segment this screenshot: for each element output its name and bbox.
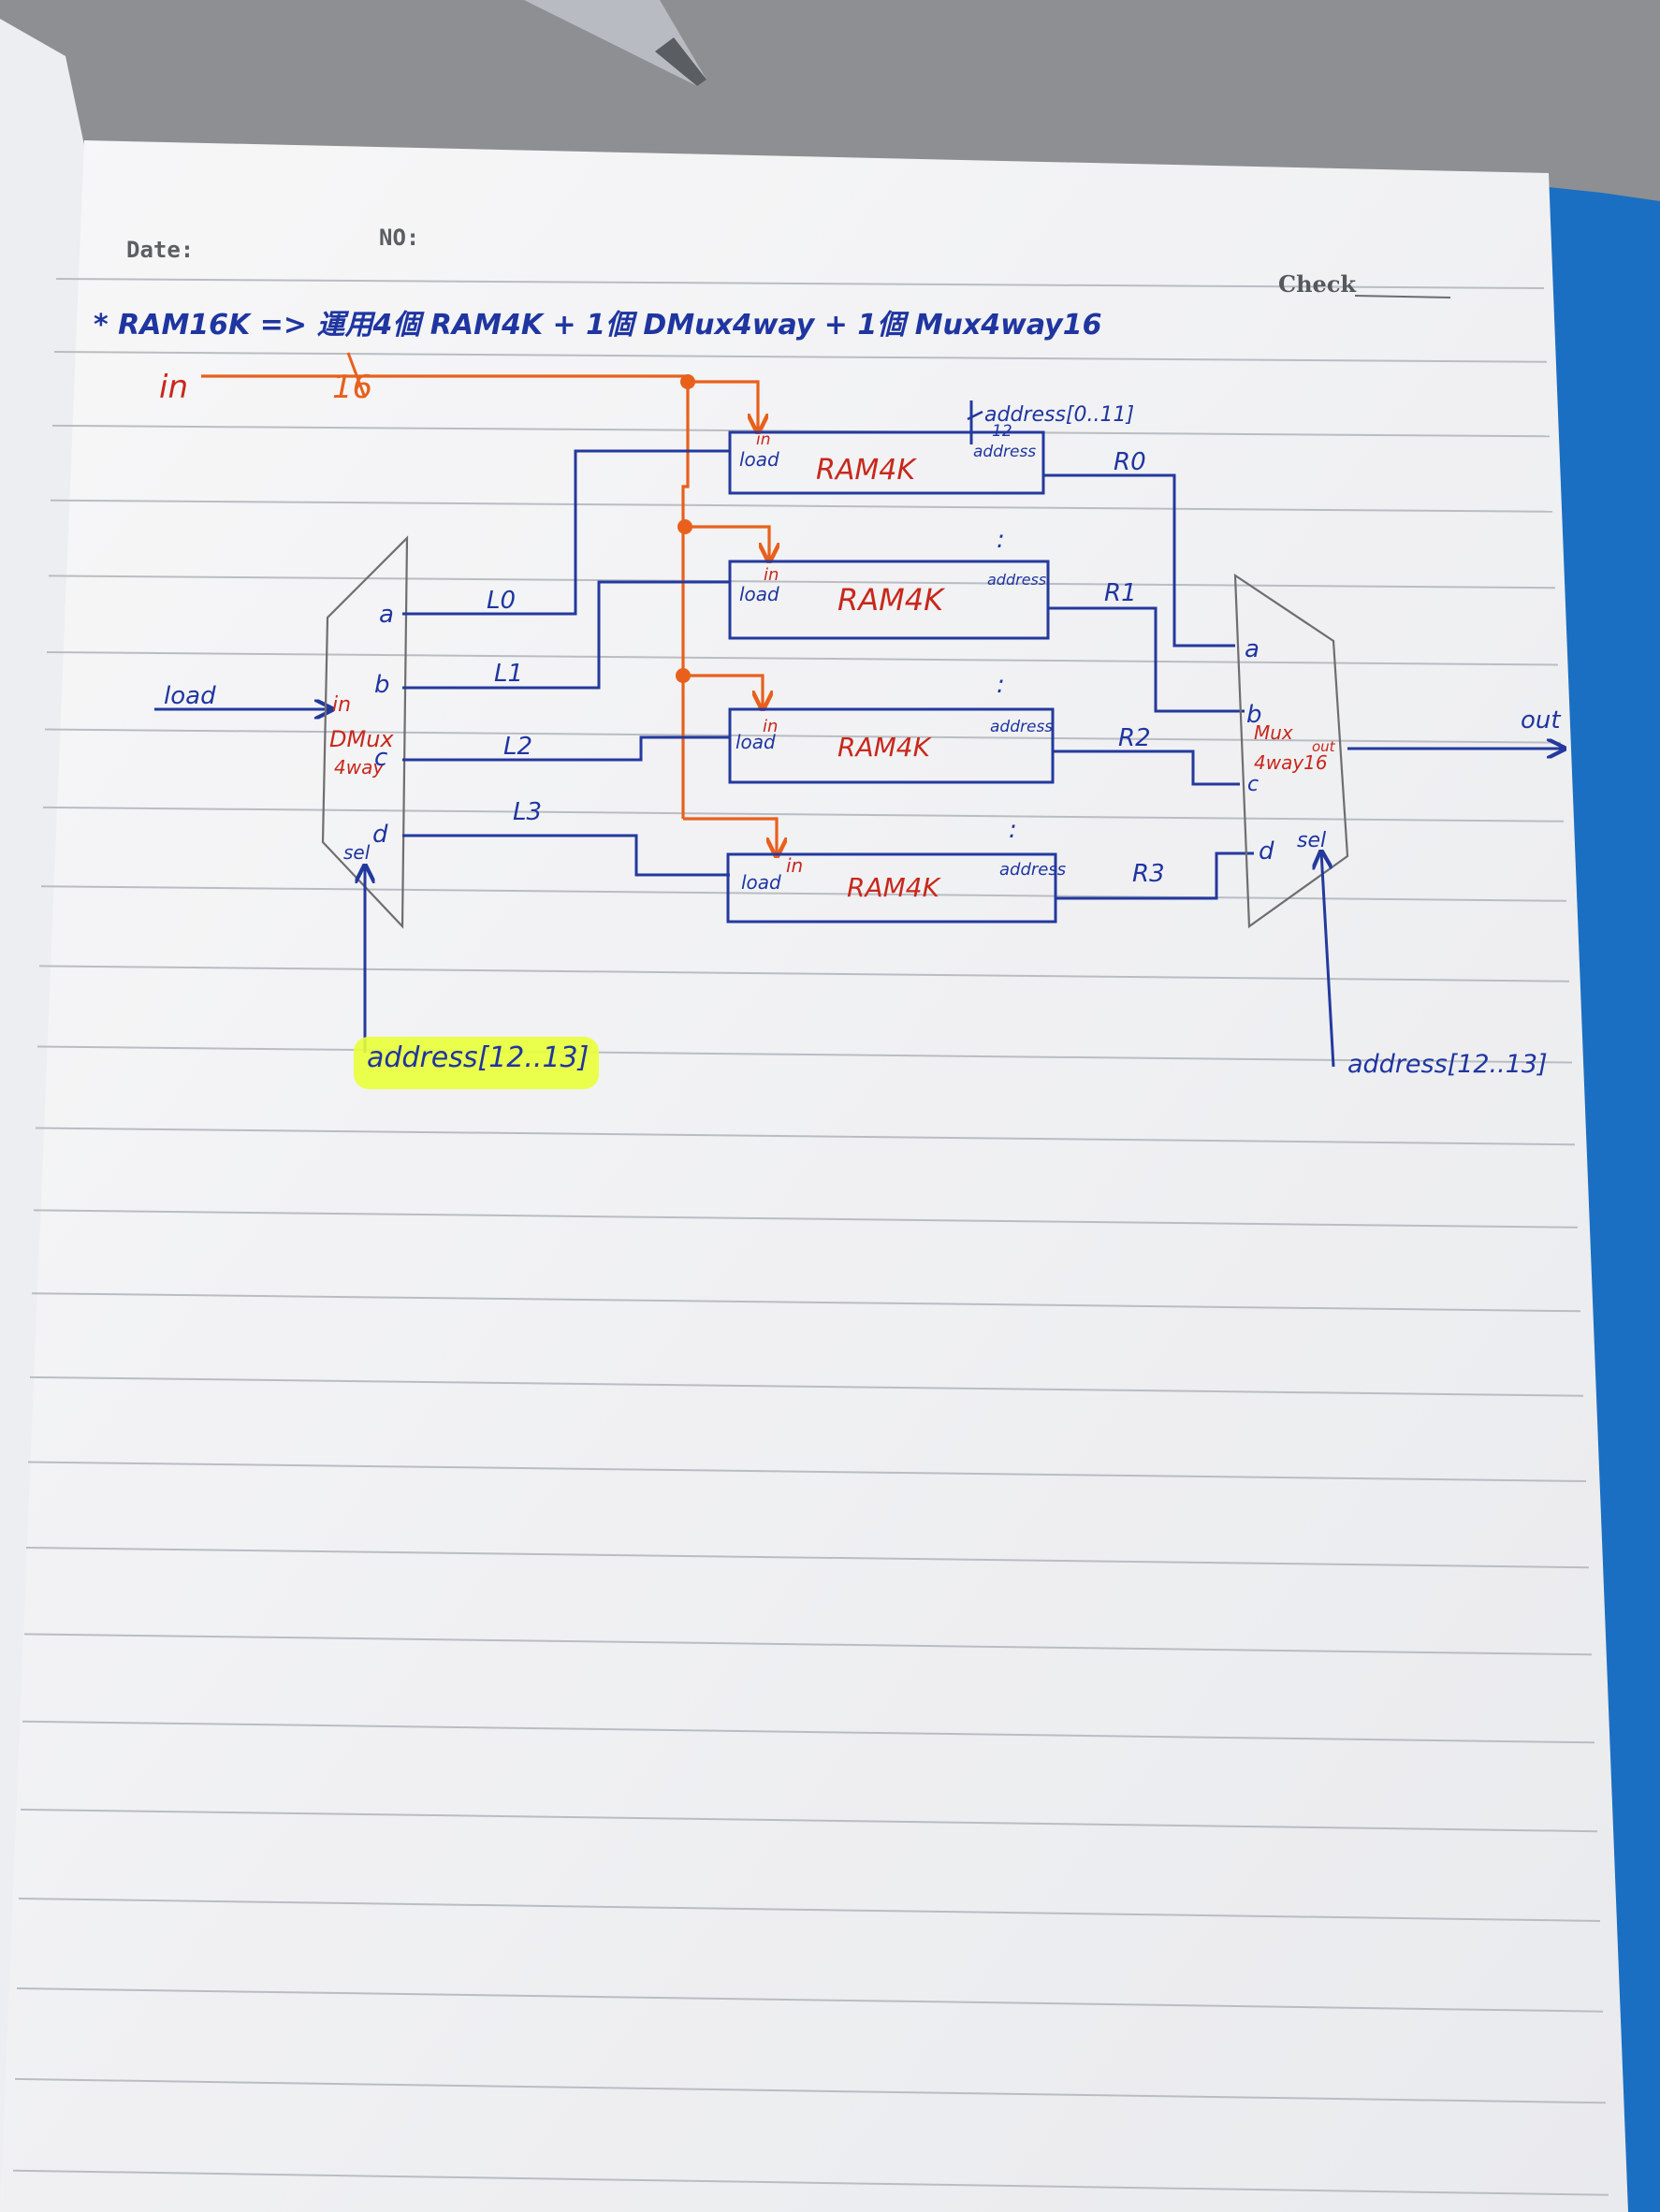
mux-name-line1: Mux [1254, 721, 1293, 744]
dmux-sel-highlight [354, 1037, 599, 1089]
ram2-name: RAM4K [837, 732, 933, 763]
ruled-line [22, 1720, 1595, 1744]
ram1-name: RAM4K [837, 582, 946, 618]
notebook-page [0, 140, 1628, 2212]
ram-address-ellipsis-3: : [1009, 816, 1017, 844]
load-line-L0: L0 [487, 587, 516, 615]
mux-sel-port: sel [1297, 829, 1326, 852]
ram1-load-port: load [739, 583, 779, 605]
ram4k-block-3: load in RAM4K address [726, 852, 1066, 924]
dmux-sel-note: address[12..13] [367, 1041, 589, 1074]
ruled-line [53, 351, 1548, 363]
ruled-line [35, 1127, 1576, 1146]
ruled-line [42, 806, 1565, 822]
ram0-address-port: address [973, 443, 1036, 461]
in-width-label: 16 [332, 369, 372, 406]
ram2-load-port: load [735, 731, 776, 753]
dmux-sel-port: sel [343, 841, 371, 864]
dmux-gate [321, 535, 409, 929]
output-R1: R1 [1104, 579, 1137, 607]
output-R3: R3 [1132, 860, 1165, 888]
load-line-L2: L2 [503, 733, 532, 761]
ruled-line [29, 1375, 1584, 1397]
pen-tip [524, 0, 706, 86]
ruled-line [36, 1045, 1573, 1064]
ruled-line [44, 728, 1562, 744]
dmux-port-c: c [374, 744, 387, 772]
title-text: * RAM16K => 運用4個 RAM4K + 1個 DMux4way + 1… [94, 309, 1101, 342]
check-label: Check [1278, 270, 1357, 298]
ruled-line [12, 2169, 1609, 2196]
ram3-load-port: load [741, 871, 781, 894]
ruled-lines [12, 278, 1609, 2196]
ram0-in-port: in [756, 430, 771, 449]
in-label: in [159, 369, 188, 406]
mux-out-label: out [1521, 706, 1561, 735]
address-width-slash [967, 410, 983, 421]
mux-sel-wire [1321, 851, 1335, 1068]
ram0-name: RAM4K [816, 454, 917, 487]
ruled-line [55, 278, 1545, 289]
in-bus [201, 374, 777, 856]
ram4k-block-1: load in RAM4K address [728, 560, 1050, 640]
ruled-line [20, 1808, 1598, 1833]
ram4k-block-2: load in RAM4K address [728, 707, 1055, 784]
load-line-L3: L3 [513, 798, 542, 826]
no-label: NO: [379, 225, 419, 251]
ruled-line [16, 1987, 1604, 2013]
mux-port-b: b [1246, 701, 1262, 729]
ruled-line [18, 1898, 1601, 1922]
ruled-line [31, 1292, 1581, 1313]
ruled-line [48, 575, 1556, 589]
ruled-line [27, 1461, 1587, 1482]
load-label: load [164, 682, 216, 710]
check-underline [1354, 295, 1451, 298]
mux-port-c: c [1247, 773, 1259, 796]
ruled-line [38, 965, 1570, 982]
ram2-in-port: in [763, 717, 778, 736]
mux-sel-note: address[12..13] [1347, 1050, 1548, 1079]
ram3-in-port: in [786, 854, 803, 877]
load-wires [402, 449, 730, 877]
ram1-address-port: address [987, 571, 1046, 589]
ram3-name: RAM4K [847, 872, 942, 903]
ruled-line [33, 1209, 1579, 1229]
ram3-address-port: address [999, 860, 1066, 880]
ram-address-ellipsis-2: : [997, 671, 1005, 699]
mux-port-d: d [1259, 837, 1274, 866]
date-label: Date: [126, 237, 194, 263]
ruled-line [50, 499, 1553, 513]
mux-out-port: out [1312, 738, 1336, 755]
ruled-line [23, 1633, 1593, 1656]
ram0-load-port: load [739, 448, 779, 471]
ruled-line [46, 651, 1559, 666]
ram4k-block-0: load in RAM4K address [728, 430, 1045, 495]
dmux-name-line1: DMux [329, 726, 394, 752]
ram2-address-port: address [990, 718, 1053, 736]
dmux-in-port: in [332, 693, 351, 717]
ram-output-wires [1043, 473, 1254, 900]
ram-address-note: address[0..11] [984, 403, 1134, 427]
output-R2: R2 [1118, 724, 1151, 752]
ram1-in-port: in [764, 565, 779, 585]
dmux-port-d: d [372, 821, 388, 849]
ram-address-width: 12 [992, 422, 1012, 441]
output-R0: R0 [1114, 448, 1146, 476]
ram-address-ellipsis-1: : [997, 526, 1005, 554]
mux-gate [1233, 573, 1349, 929]
dmux-name-line2: 4way [334, 756, 385, 779]
ruled-line [25, 1547, 1590, 1569]
ruled-line [40, 885, 1567, 902]
dmux-port-b: b [374, 671, 390, 699]
dmux-port-a: a [379, 601, 394, 629]
mux-port-a: a [1245, 635, 1260, 663]
ruled-line [14, 2077, 1607, 2104]
mux-name-line2: 4way16 [1254, 751, 1328, 774]
load-line-L1: L1 [494, 660, 523, 688]
